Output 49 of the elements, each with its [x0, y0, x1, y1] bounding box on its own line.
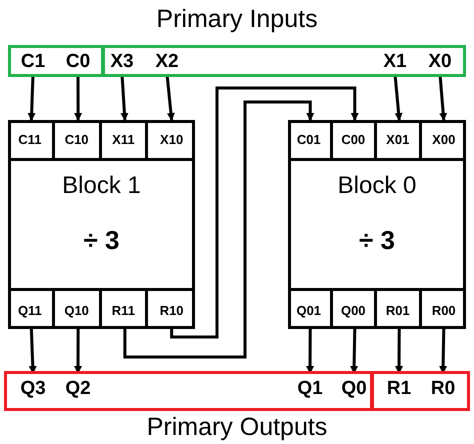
signal-label: Q0 [338, 373, 370, 405]
port-cell: C00 [332, 120, 377, 161]
divider-block [8, 120, 195, 329]
section-heading: Primary Outputs [146, 412, 328, 442]
signal-label: R1 [383, 373, 415, 405]
arrow [74, 74, 82, 121]
section-heading: Primary Inputs [155, 4, 319, 34]
signal-group-box [8, 45, 104, 77]
port-cell: C10 [54, 120, 102, 161]
port-cell: Q10 [54, 288, 102, 329]
port-cell: X00 [422, 120, 466, 161]
port-cell: X10 [148, 120, 195, 161]
block-title: Block 0 [336, 172, 418, 200]
arrow [395, 328, 404, 374]
port-cell: R11 [102, 288, 148, 329]
signal-label: C1 [17, 50, 49, 74]
arrow [28, 328, 37, 374]
port-cell: Q00 [332, 288, 377, 329]
arrow [439, 328, 448, 374]
port-cell: Q01 [288, 288, 332, 329]
port-cell: X11 [102, 120, 148, 161]
operation-label: ÷ 3 [358, 225, 396, 255]
arrow [123, 100, 314, 358]
signal-label: C0 [62, 50, 94, 74]
port-cell: X01 [377, 120, 422, 161]
signal-group-box [102, 45, 466, 77]
port-cell: R10 [148, 288, 195, 329]
port-cell: R00 [422, 288, 466, 329]
signal-label: X1 [379, 50, 411, 74]
signal-label: Q2 [62, 373, 94, 405]
port-cell: C01 [288, 120, 332, 161]
signal-label: R0 [427, 373, 459, 405]
port-cell: R01 [377, 288, 422, 329]
signal-label: X2 [151, 50, 183, 74]
block-title: Block 1 [61, 172, 142, 200]
signal-label: X0 [424, 50, 456, 74]
signal-label: X3 [106, 50, 138, 74]
port-cell: Q11 [8, 288, 55, 329]
arrow [170, 86, 359, 338]
signal-group-box [4, 371, 373, 411]
signal-label: Q3 [17, 373, 49, 405]
arrow [306, 328, 314, 374]
operation-label: ÷ 3 [82, 225, 120, 255]
arrow [74, 329, 82, 374]
signal-label: Q1 [294, 373, 326, 405]
port-cell: C11 [8, 120, 55, 161]
divider-block [288, 120, 466, 329]
arrow [350, 328, 358, 374]
signal-group-box [371, 371, 470, 411]
